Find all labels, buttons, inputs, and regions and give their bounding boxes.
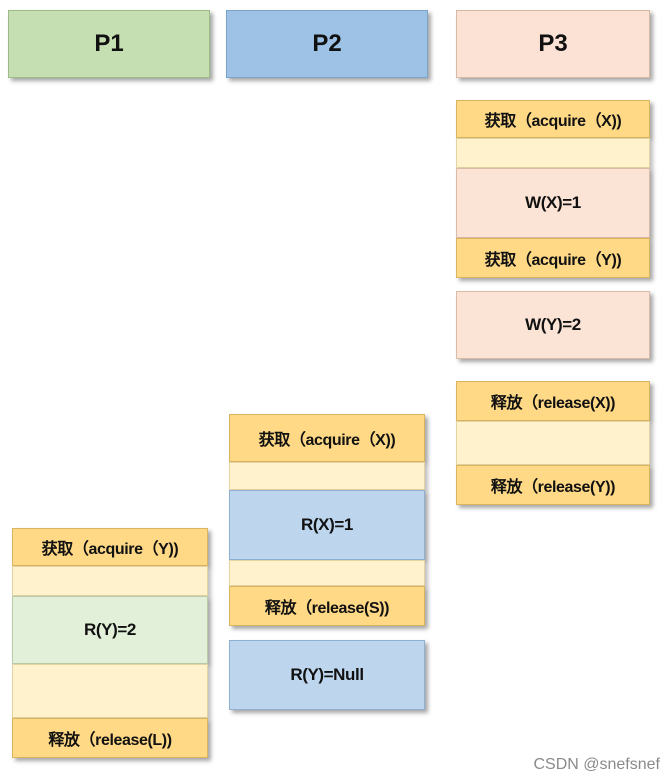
p3-write-x: W(X)=1 [456,168,650,238]
p2-read-y: R(Y)=Null [229,640,425,710]
process-header-p3: P3 [456,10,650,78]
process-header-p2: P2 [226,10,428,78]
p1-release-l: 释放（release(L)) [12,718,208,758]
p1-gap [12,664,208,718]
p3-write-y: W(Y)=2 [456,291,650,359]
p3-release-y: 释放（release(Y)) [456,465,650,505]
p3-gap [456,421,650,465]
watermark: CSDN @snefsnef [533,756,660,773]
p3-gap [456,138,650,168]
p1-gap [12,566,208,596]
p3-acquire-y: 获取（acquire（Y)) [456,238,650,278]
p2-acquire-x: 获取（acquire（X)) [229,414,425,462]
p1-acquire-y: 获取（acquire（Y)) [12,528,208,566]
p3-acquire-x: 获取（acquire（X)) [456,100,650,138]
p2-gap [229,560,425,586]
p2-gap [229,462,425,490]
p2-read-x: R(X)=1 [229,490,425,560]
process-header-p1: P1 [8,10,210,78]
p1-read-y: R(Y)=2 [12,596,208,664]
p3-release-x: 释放（release(X)) [456,381,650,421]
p2-release-s: 释放（release(S)) [229,586,425,626]
